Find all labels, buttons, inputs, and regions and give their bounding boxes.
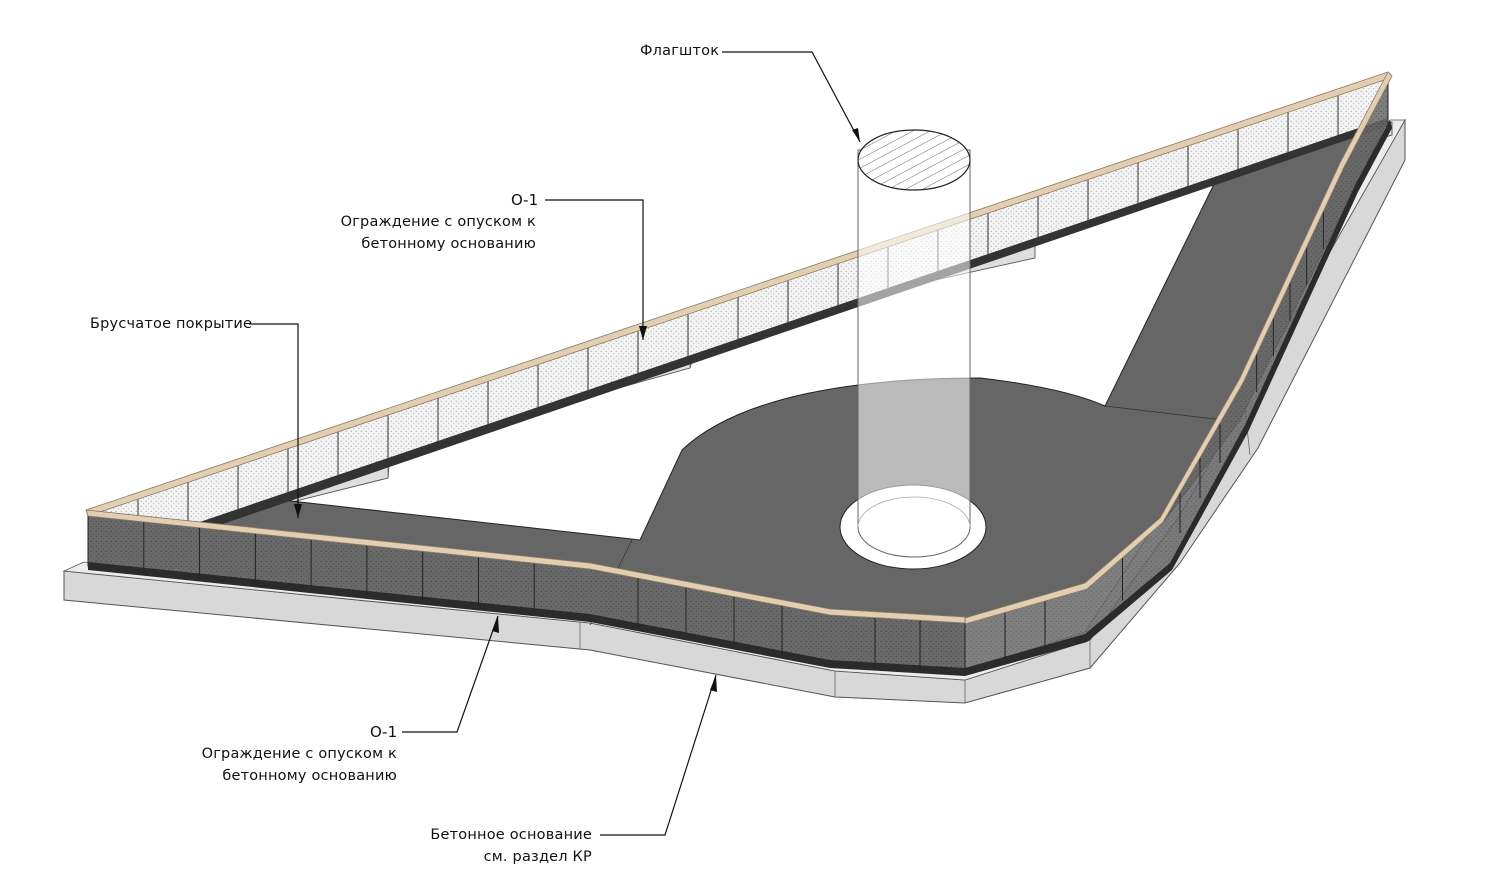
back-fence <box>85 71 1391 570</box>
paving-label: Брусчатое покрытие <box>90 316 253 332</box>
leader-fence-top <box>545 199 644 340</box>
fence-top-code: О-1 <box>511 191 539 209</box>
front-handrail <box>85 509 966 624</box>
leader-paving <box>249 323 299 518</box>
fence-bottom-code: О-1 <box>370 723 398 741</box>
flagpole-label: Флагшток <box>640 43 720 59</box>
fence-bottom-line1: Ограждение с опуском к <box>201 746 397 762</box>
leader-base <box>600 674 717 836</box>
fence-top-line2: бетонному основанию <box>361 236 536 252</box>
front-fence <box>85 509 966 676</box>
base-line2: см. раздел КР <box>483 849 592 865</box>
leader-flagpole <box>722 51 861 143</box>
fence-bottom-line2: бетонному основанию <box>222 768 397 784</box>
leader-lines <box>249 51 861 836</box>
base-line1: Бетонное основание <box>430 827 592 843</box>
flagpole <box>857 129 971 558</box>
fence-top-line1: Ограждение с опуском к <box>340 214 536 230</box>
leader-arrowheads <box>294 128 860 692</box>
leader-fence-bottom <box>402 615 499 733</box>
